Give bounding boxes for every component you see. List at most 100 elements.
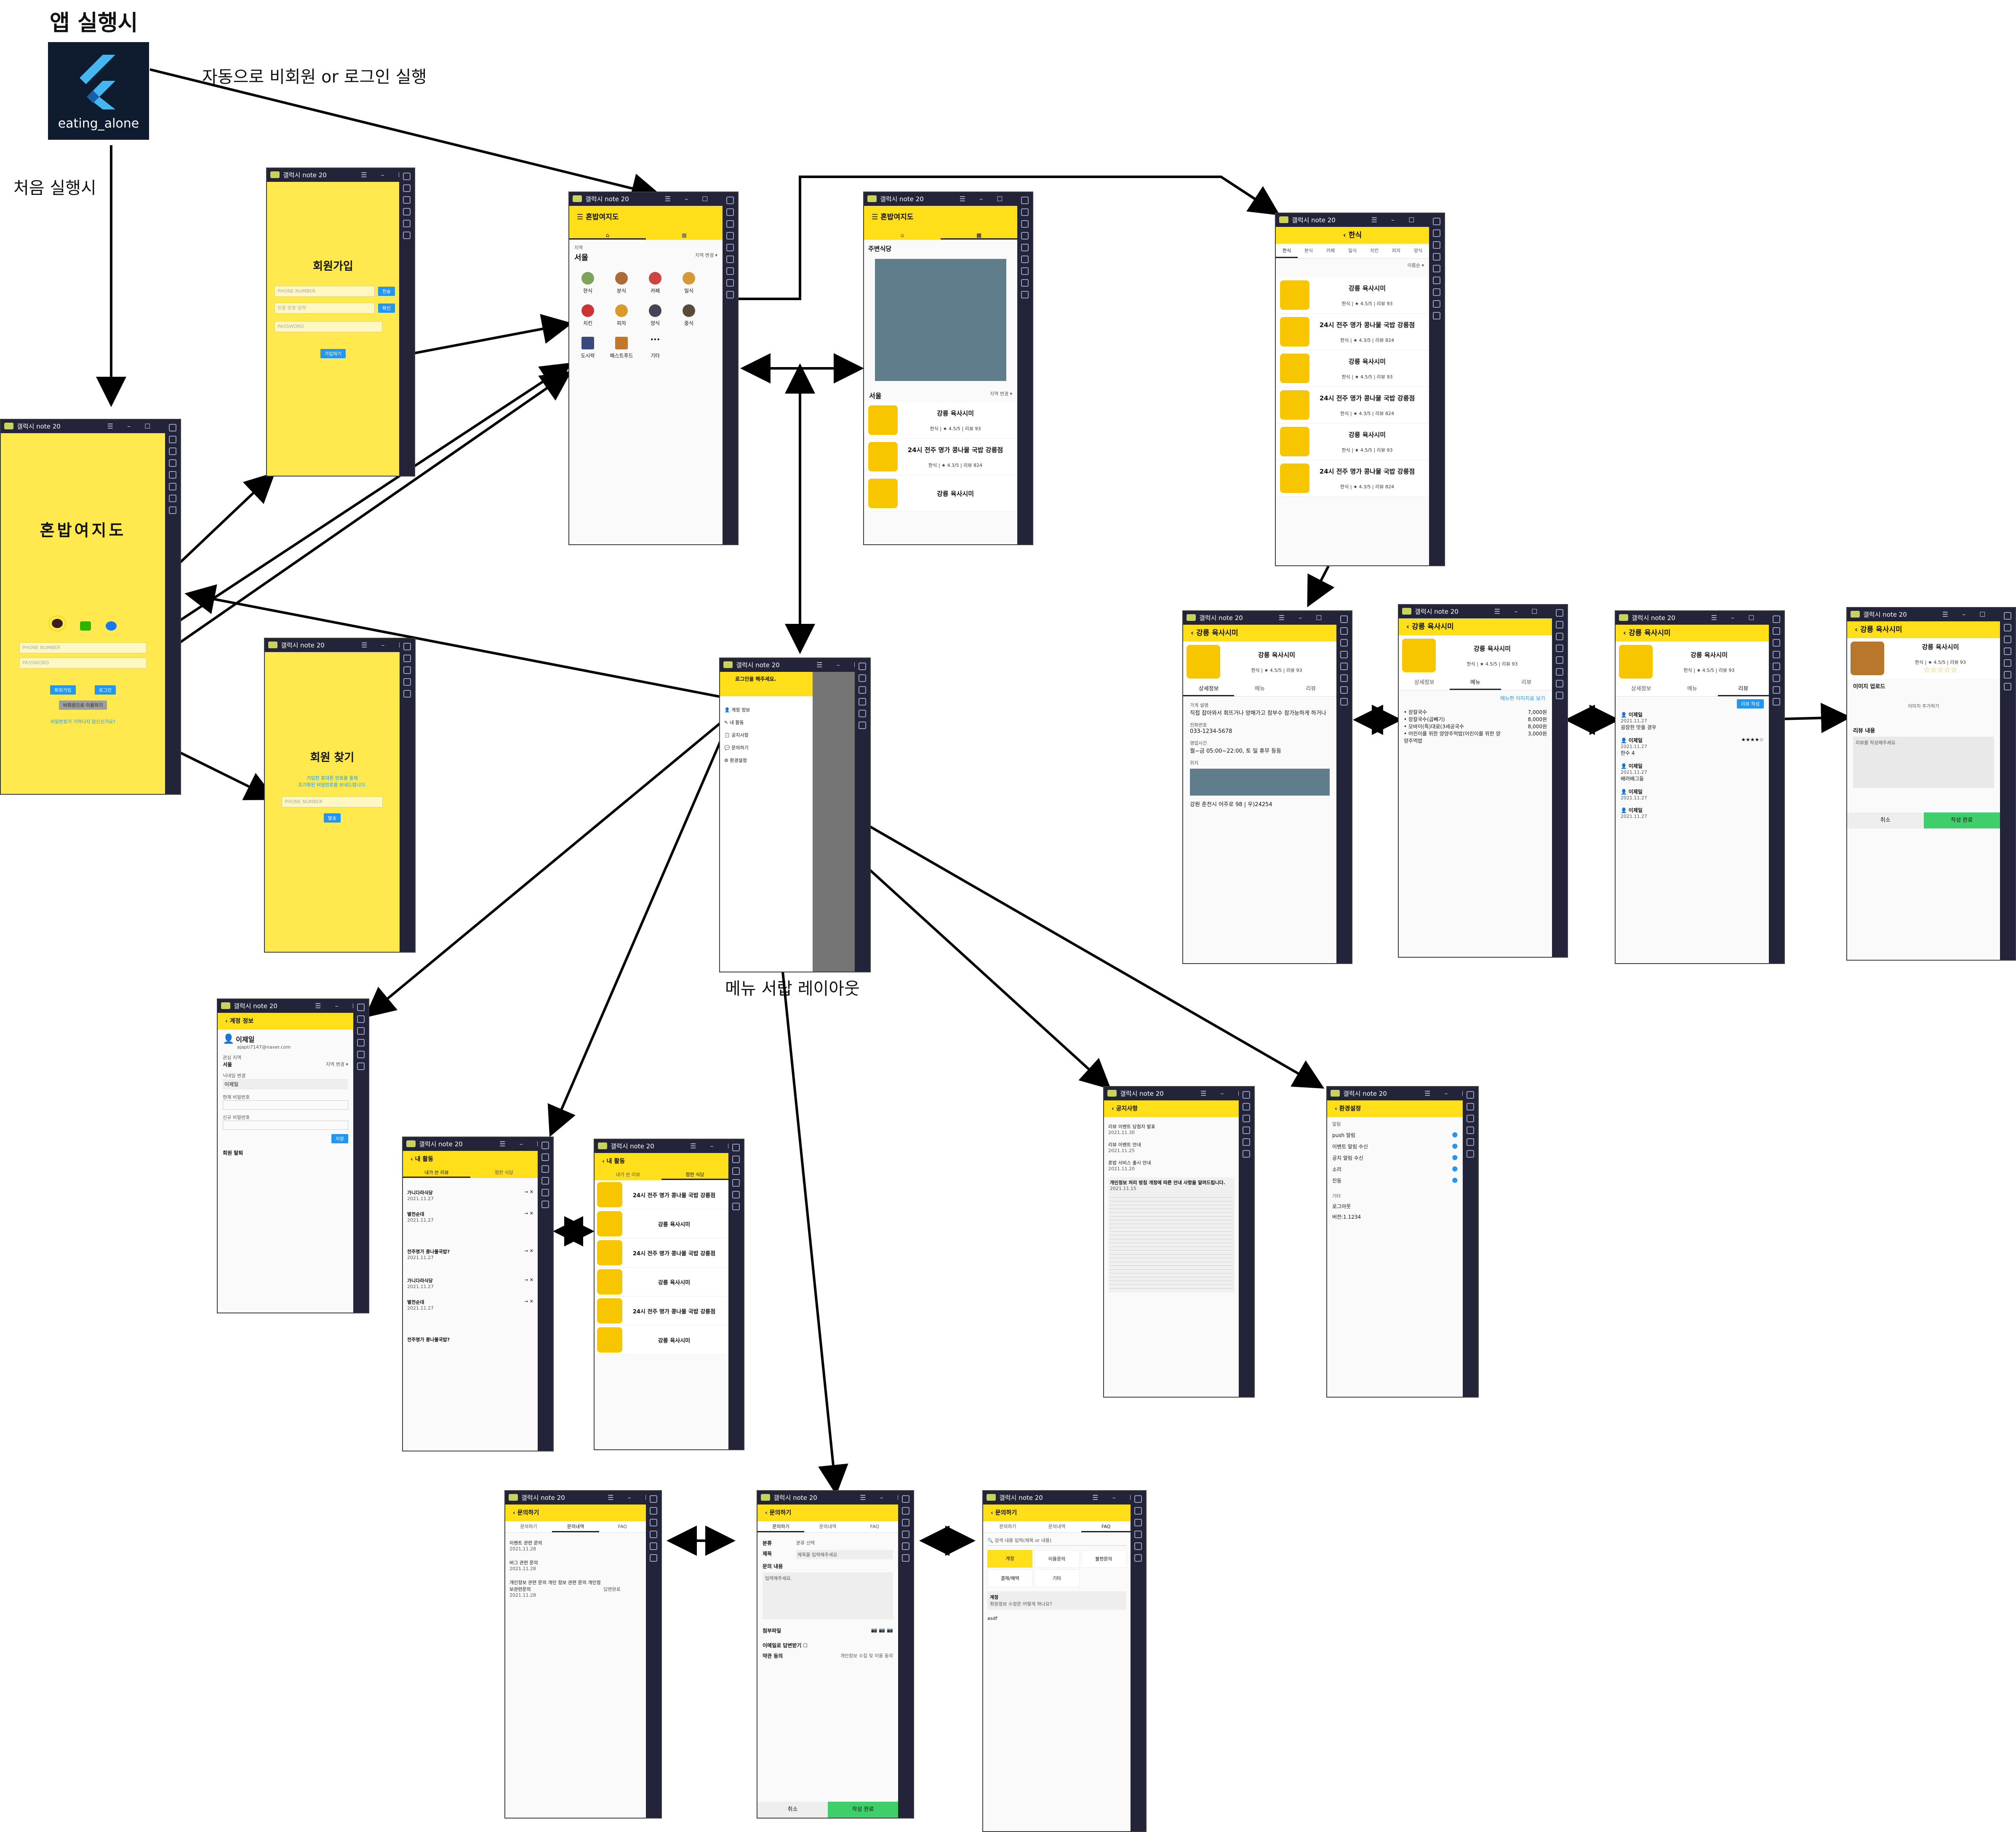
toggle-row[interactable]: 이벤트 알림 수신⬤ bbox=[1332, 1143, 1458, 1150]
tab-faq[interactable]: FAQ bbox=[1081, 1521, 1131, 1532]
toggle-row[interactable]: 공지 알림 수신⬤ bbox=[1332, 1154, 1458, 1161]
nearby-region-change[interactable]: 지역 변경 ▾ bbox=[990, 391, 1012, 397]
logout-button[interactable]: 로그아웃 bbox=[1332, 1204, 1351, 1209]
write-review-button[interactable]: 리뷰 작성 bbox=[1737, 699, 1764, 708]
category-cafe[interactable]: 카페 bbox=[638, 272, 672, 294]
withdraw-link[interactable]: 회원 탈퇴 bbox=[223, 1150, 243, 1156]
drawer-item-inquiry[interactable]: 💬 문의하기 bbox=[724, 745, 749, 751]
liked-item[interactable]: 강릉 육사시미 bbox=[595, 1209, 728, 1238]
tab-my-reviews[interactable]: 내가 쓴 리뷰 bbox=[403, 1168, 470, 1178]
faq-cat-account[interactable]: 계정 bbox=[987, 1550, 1033, 1568]
category-chinese[interactable]: 중식 bbox=[672, 304, 706, 327]
toggle-row[interactable]: 진동⬤ bbox=[1332, 1177, 1458, 1184]
signup-password-input[interactable]: PASSWORD bbox=[275, 321, 382, 332]
category-etc[interactable]: •••기타 bbox=[638, 337, 672, 359]
tab-my-reviews[interactable]: 내가 쓴 리뷰 bbox=[616, 1172, 640, 1177]
faq-search-input[interactable]: 검색 내용 입력(제목 or 내용) bbox=[995, 1538, 1052, 1543]
signup-button[interactable]: 회원가입 bbox=[50, 685, 76, 695]
activity-review-item[interactable]: 전주명가 콩나물국밥? → ✕2021.11.27 bbox=[407, 1248, 533, 1260]
toggle-switch-icon[interactable]: ⬤ bbox=[1452, 1166, 1458, 1172]
tab-history[interactable]: 문의내역 bbox=[819, 1524, 837, 1529]
tab-info[interactable]: 상세정보 bbox=[1414, 679, 1435, 686]
find-phone-input[interactable]: PHONE NUMBER bbox=[282, 796, 383, 807]
tab-history[interactable]: 문의내역 bbox=[552, 1521, 599, 1532]
activity-review-item[interactable]: 별천순대 → ✕2021.11.27 bbox=[407, 1299, 533, 1311]
send-code-button[interactable]: 전송 bbox=[378, 287, 395, 296]
liked-item[interactable]: 강릉 육사시미 bbox=[595, 1326, 728, 1355]
activity-review-item[interactable]: 가니다라식당 → ✕2021.11.27 bbox=[407, 1189, 533, 1201]
inquiry-submit-button[interactable]: 작성 완료 bbox=[828, 1802, 898, 1818]
liked-item[interactable]: 24시 전주 명가 콩나물 국밥 강릉점 bbox=[595, 1238, 728, 1267]
tab-menu[interactable]: 메뉴 bbox=[1450, 676, 1501, 690]
activity-review-item[interactable]: 가니다라식당 → ✕2021.11.27 bbox=[407, 1277, 533, 1289]
app-icon[interactable]: eating_alone bbox=[48, 42, 149, 140]
login-password-input[interactable]: PASSWORD bbox=[19, 658, 147, 668]
content-input[interactable]: 입력해주세요. bbox=[763, 1572, 893, 1619]
tab-pizza[interactable]: 피자 bbox=[1392, 248, 1401, 253]
signup-auth-input[interactable]: 인증 번호 입력 bbox=[275, 303, 375, 314]
email-reply-checkbox[interactable]: ☐ bbox=[803, 1643, 808, 1648]
tab-inquiry[interactable]: 문의하기 bbox=[520, 1524, 537, 1529]
location-map[interactable] bbox=[1190, 769, 1330, 796]
faq-cat-complaint[interactable]: 불편문의 bbox=[1081, 1550, 1126, 1568]
pw-input[interactable] bbox=[223, 1100, 348, 1110]
toggle-switch-icon[interactable]: ⬤ bbox=[1452, 1132, 1458, 1137]
login-button[interactable]: 로그인 bbox=[94, 685, 116, 695]
find-send-button[interactable]: 발송 bbox=[323, 813, 341, 823]
tab-home-icon[interactable]: ⌂ bbox=[900, 232, 904, 239]
image-upload-button[interactable]: 이미지 추가하기 bbox=[1908, 703, 1939, 709]
category-lunchbox[interactable]: 도시락 bbox=[571, 337, 605, 359]
tab-snack[interactable]: 분식 bbox=[1304, 248, 1313, 253]
notice-item[interactable]: 개인정보 처리 방침 개정에 따른 안내 사항을 알려드립니다.2021.11.… bbox=[1108, 1177, 1235, 1292]
tab-map-icon[interactable]: ▦ bbox=[941, 229, 1017, 240]
category-fastfood[interactable]: 패스트푸드 bbox=[605, 337, 638, 359]
title-input[interactable]: 제목을 입력해주세요 bbox=[796, 1550, 893, 1559]
confirm-code-button[interactable]: 확인 bbox=[378, 304, 395, 313]
liked-item[interactable]: 24시 전주 명가 콩나물 국밥 강릉점 bbox=[595, 1180, 728, 1209]
region-change[interactable]: 지역 변경 ▾ bbox=[326, 1062, 348, 1067]
tab-review[interactable]: 리뷰 bbox=[1717, 682, 1769, 696]
delete-icon[interactable]: → ✕ bbox=[524, 1248, 533, 1254]
agree-checkbox[interactable]: 개인정보 수집 및 이용 동의 bbox=[840, 1653, 893, 1659]
faq-search[interactable]: 🔍 검색 내용 입력(제목 or 내용) bbox=[987, 1535, 1126, 1546]
review-content-input[interactable]: 리뷰를 작성해주세요. bbox=[1853, 737, 1994, 788]
camera-icons[interactable]: 📷 📷 📷 bbox=[871, 1627, 893, 1633]
delete-icon[interactable]: → ✕ bbox=[524, 1299, 533, 1304]
tab-korean[interactable]: 한식 bbox=[1276, 244, 1298, 258]
toggle-switch-icon[interactable]: ⬤ bbox=[1452, 1143, 1458, 1149]
tab-review[interactable]: 리뷰 bbox=[1306, 686, 1316, 692]
save-button[interactable]: 저장 bbox=[331, 1134, 348, 1143]
star-rating-input[interactable]: ☆☆☆☆☆ bbox=[1923, 666, 1957, 674]
signup-submit-button[interactable]: 가입하기 bbox=[320, 349, 346, 358]
category-snack[interactable]: 분식 bbox=[605, 272, 638, 294]
faq-item[interactable]: asdf bbox=[987, 1616, 997, 1621]
tab-menu[interactable]: 메뉴 bbox=[1687, 686, 1697, 692]
faq-cat-usage[interactable]: 이용문의 bbox=[1034, 1550, 1080, 1568]
faq-cat-etc[interactable]: 기타 bbox=[1034, 1569, 1080, 1587]
tab-chicken[interactable]: 치킨 bbox=[1370, 248, 1379, 253]
faq-cat-payment[interactable]: 결제/혜택 bbox=[987, 1569, 1033, 1587]
category-select[interactable]: 분류 선택 bbox=[796, 1540, 815, 1546]
category-western[interactable]: 양식 bbox=[638, 304, 672, 327]
tab-liked[interactable]: 찜한 식당 bbox=[495, 1170, 513, 1175]
cancel-button[interactable]: 취소 bbox=[1847, 812, 1924, 828]
restaurant-item[interactable]: 강릉 육사시미 bbox=[864, 475, 1017, 512]
tab-map-icon[interactable]: ▦ bbox=[681, 232, 687, 239]
toggle-row[interactable]: 소리⬤ bbox=[1332, 1166, 1458, 1173]
phone-value[interactable]: 033-1234-5678 bbox=[1190, 728, 1232, 735]
tab-liked[interactable]: 찜한 식당 bbox=[661, 1170, 728, 1180]
map-view[interactable] bbox=[875, 259, 1006, 381]
delete-icon[interactable]: → ✕ bbox=[524, 1189, 533, 1195]
